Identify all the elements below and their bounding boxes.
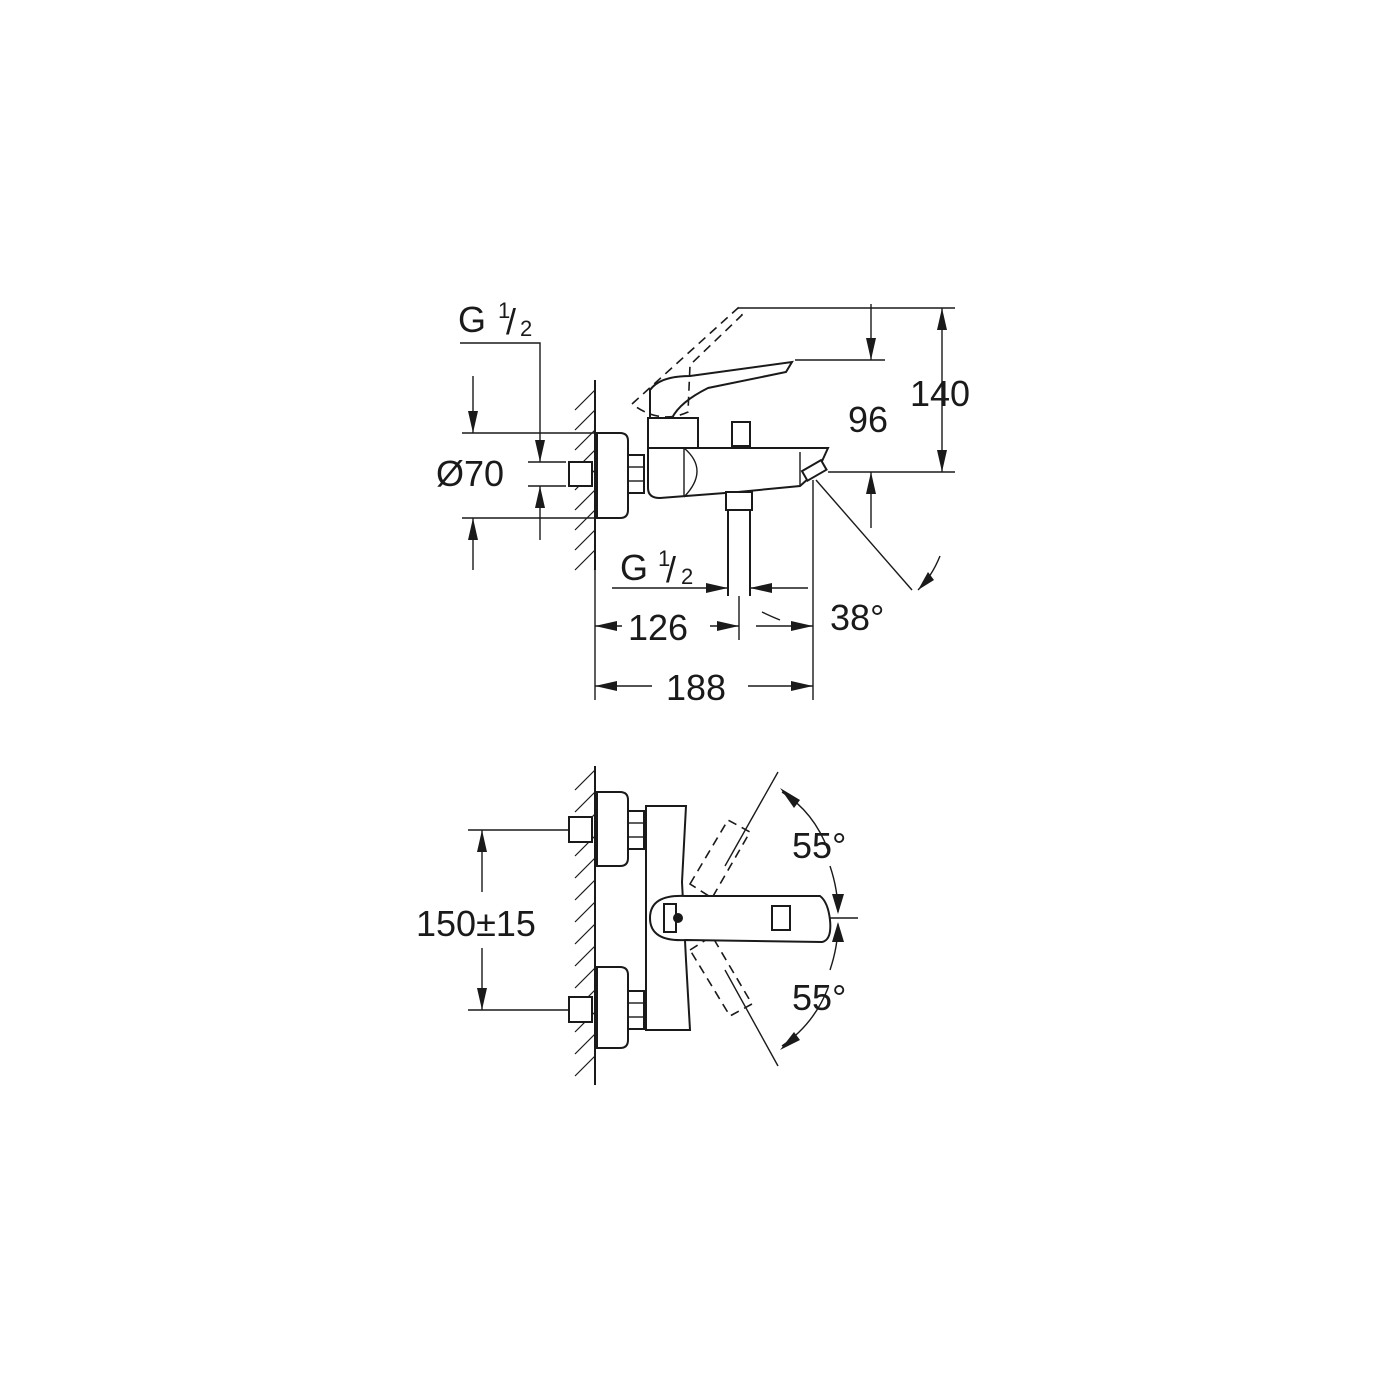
escutcheon-side <box>596 432 629 519</box>
thread-top-num: 1 <box>498 298 510 323</box>
thread-top-den: 2 <box>520 316 532 341</box>
nut-side <box>627 454 645 494</box>
lever-pivot <box>673 913 683 923</box>
front-view <box>568 766 832 1085</box>
nut-upper <box>627 810 645 850</box>
dim-188: 188 <box>666 667 726 708</box>
lever-upper-dashed <box>688 818 752 900</box>
dim-96: 96 <box>848 399 888 440</box>
cartridge-housing <box>647 417 699 449</box>
centre-distance: 150±15 <box>416 903 536 944</box>
lever-lower-dashed <box>688 934 754 1018</box>
wall-hatching-bottom <box>574 766 596 1085</box>
escutcheon-upper <box>596 791 629 867</box>
angle-lower: 55° <box>792 977 846 1018</box>
spout-aerator <box>800 458 828 483</box>
thread-bottom-letter: G <box>620 547 648 588</box>
lever-side <box>649 360 794 419</box>
thread-top-slash: / <box>506 301 516 342</box>
thread-bottom-num: 1 <box>658 546 670 571</box>
angle-38: 38° <box>830 597 884 638</box>
diameter-label: Ø70 <box>436 453 504 494</box>
mixer-body-side <box>647 447 830 500</box>
wall-connector-lower <box>568 996 593 1023</box>
nut-lower <box>627 990 645 1030</box>
diverter-knob <box>731 421 751 447</box>
thread-top-letter: G <box>458 299 486 340</box>
dim-140: 140 <box>910 373 970 414</box>
wall-connector-upper <box>568 816 593 843</box>
escutcheon-lower <box>596 966 629 1049</box>
outlet-nut <box>725 491 753 511</box>
thread-bottom-den: 2 <box>681 564 693 589</box>
angle-upper: 55° <box>792 825 846 866</box>
lever-open-dashed <box>630 306 744 418</box>
front-dimensions: 150±15 55° 55° <box>416 771 858 1067</box>
thread-bottom-slash: / <box>666 549 676 590</box>
side-view <box>568 306 830 596</box>
side-dimensions: G 1 / 2 Ø70 96 140 G 1 / 2 <box>436 298 970 708</box>
wall-connector-side <box>568 461 593 487</box>
dim-126: 126 <box>628 607 688 648</box>
